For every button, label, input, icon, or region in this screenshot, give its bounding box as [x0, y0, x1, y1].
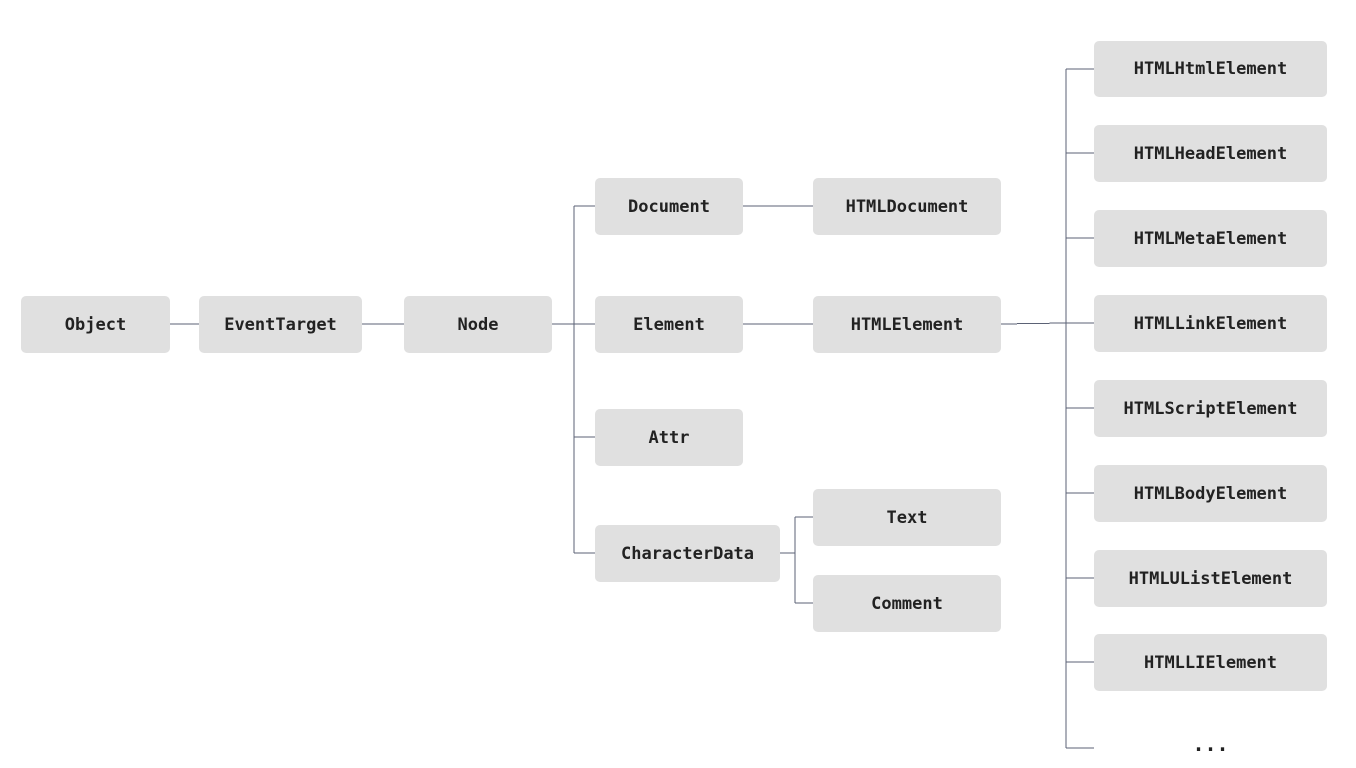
more-subclasses-ellipsis: ... — [1192, 732, 1229, 756]
node-htmlelement: HTMLElement — [813, 296, 1001, 353]
node-htmllielement: HTMLLIElement — [1094, 634, 1327, 691]
node-htmldocument: HTMLDocument — [813, 178, 1001, 235]
node-eventtarget: EventTarget — [199, 296, 362, 353]
node-htmlheadelement: HTMLHeadElement — [1094, 125, 1327, 182]
node-htmlmetaelement: HTMLMetaElement — [1094, 210, 1327, 267]
node-htmllinkelement: HTMLLinkElement — [1094, 295, 1327, 352]
connector-htmlelement-stub — [1000, 322, 1067, 325]
node-attr: Attr — [595, 409, 743, 466]
node-htmlhtmlelement: HTMLHtmlElement — [1094, 41, 1327, 97]
node-comment: Comment — [813, 575, 1001, 632]
node-htmlscriptelement: HTMLScriptElement — [1094, 380, 1327, 437]
node-node: Node — [404, 296, 552, 353]
node-htmlulistelement: HTMLUListElement — [1094, 550, 1327, 607]
node-document: Document — [595, 178, 743, 235]
node-element: Element — [595, 296, 743, 353]
node-object: Object — [21, 296, 170, 353]
node-characterdata: CharacterData — [595, 525, 780, 582]
node-htmlbodyelement: HTMLBodyElement — [1094, 465, 1327, 522]
node-text: Text — [813, 489, 1001, 546]
